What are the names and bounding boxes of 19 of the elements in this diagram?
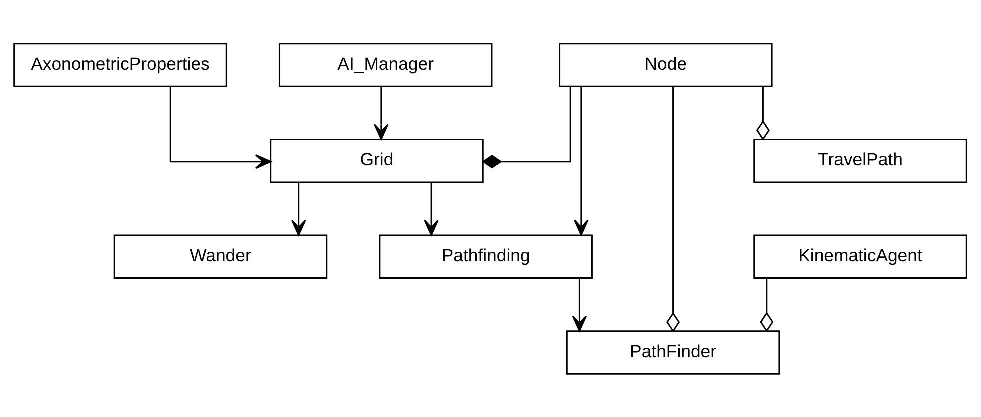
node-box: AxonometricProperties bbox=[14, 42, 228, 87]
node-box: PathFinder bbox=[566, 330, 780, 374]
arrow bbox=[572, 278, 588, 332]
arrow bbox=[292, 182, 306, 236]
node-box: Node bbox=[559, 42, 773, 87]
arrow bbox=[170, 86, 272, 169]
node-box: Wander bbox=[114, 234, 328, 279]
arrow bbox=[374, 86, 389, 140]
connector bbox=[756, 86, 770, 140]
connector bbox=[666, 86, 680, 332]
node-box: Pathfinding bbox=[379, 234, 593, 279]
node-box: AI_Manager bbox=[278, 42, 493, 87]
connector bbox=[760, 278, 774, 332]
node-box: Grid bbox=[270, 138, 484, 183]
node-box: TravelPath bbox=[754, 138, 968, 183]
node-box: KinematicAgent bbox=[754, 234, 968, 279]
arrow bbox=[574, 86, 589, 236]
arrow bbox=[424, 182, 439, 236]
connector bbox=[482, 86, 572, 168]
